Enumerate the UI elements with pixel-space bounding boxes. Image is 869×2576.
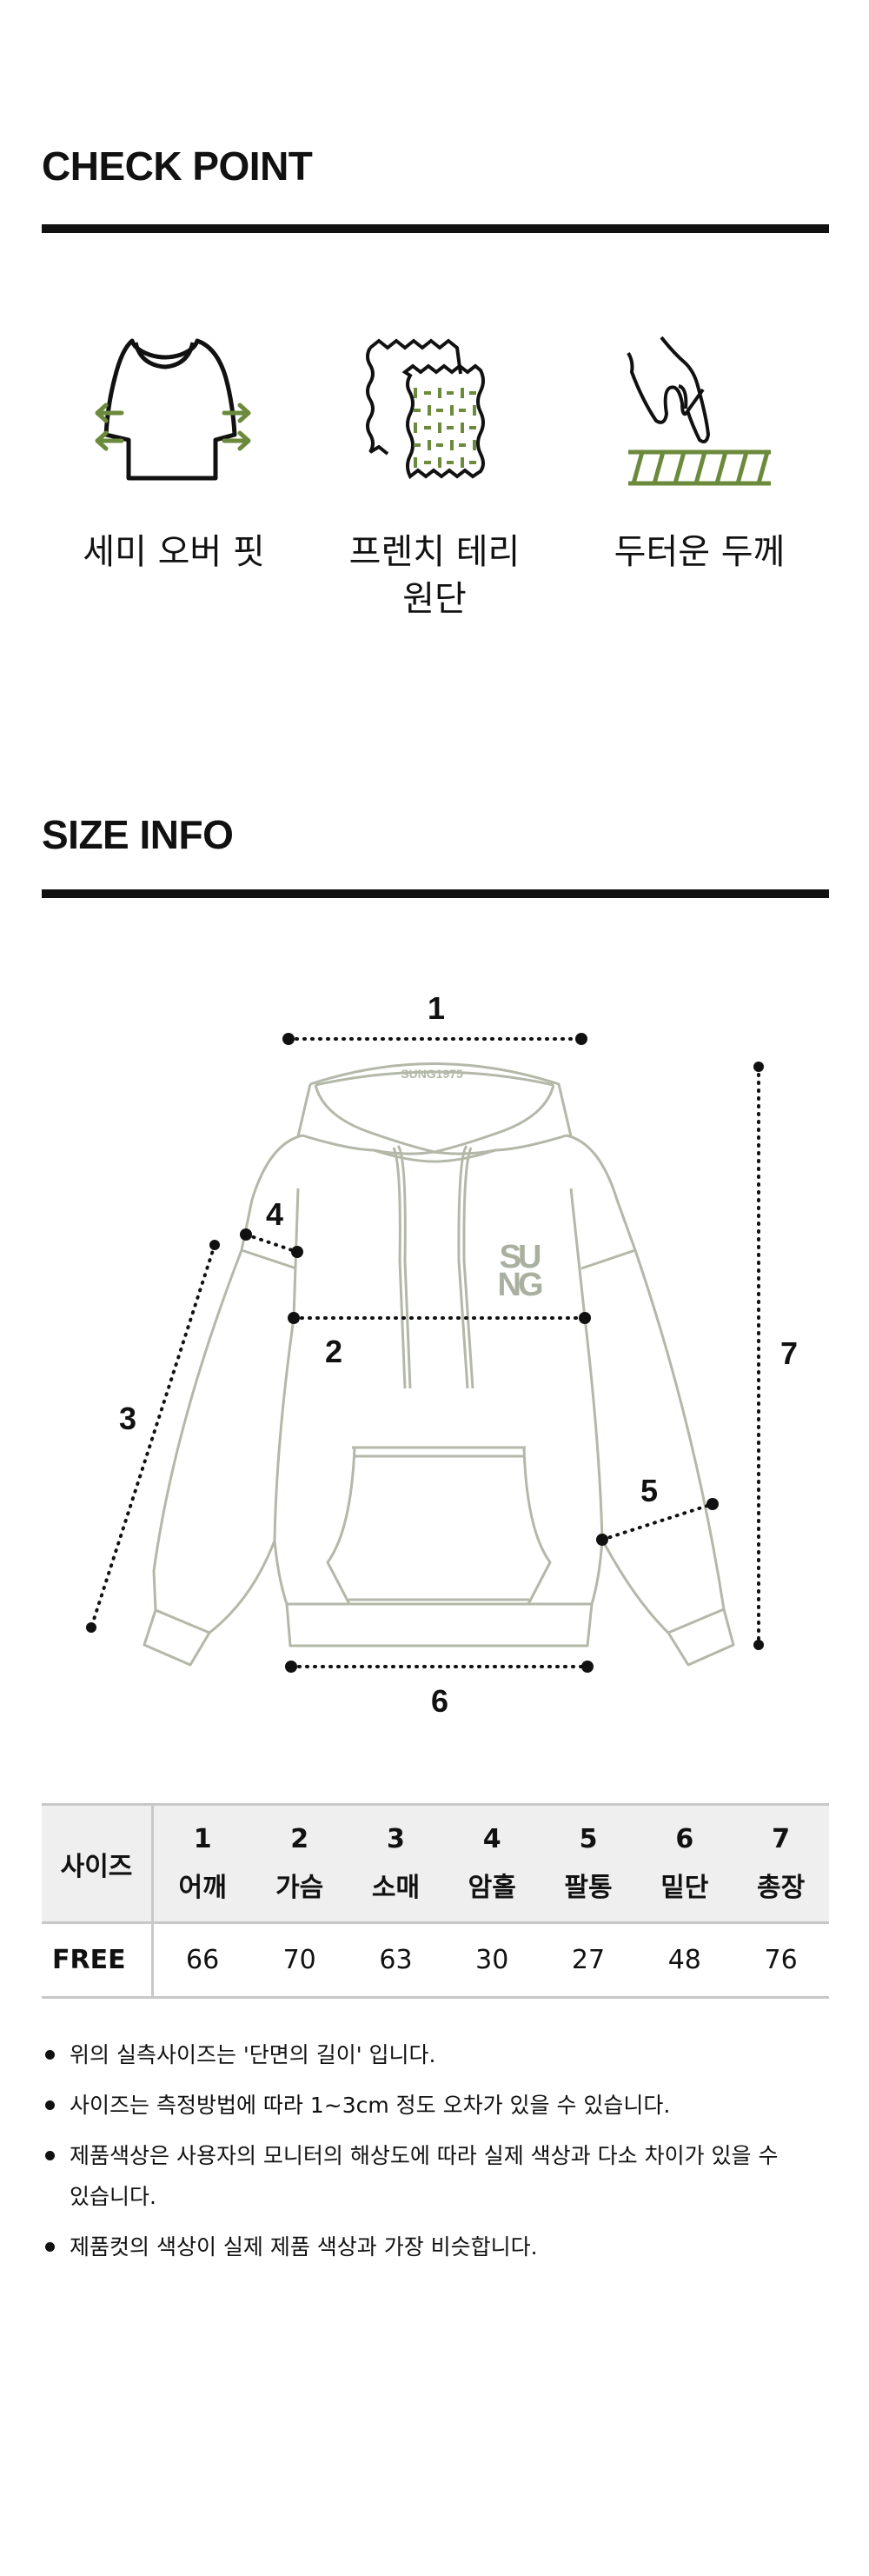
- size-name: FREE: [42, 1922, 154, 1998]
- measure-line-5: [600, 1502, 714, 1541]
- table-cell: 48: [667, 1945, 701, 1975]
- column-name: 총장: [756, 1872, 806, 1903]
- column-name: 어깨: [178, 1872, 227, 1903]
- table-cell: 30: [475, 1945, 509, 1975]
- column-name: 가슴: [275, 1872, 324, 1903]
- column-header: 2 가슴: [251, 1804, 348, 1923]
- chest-logo-top: SU: [500, 1239, 541, 1275]
- table-cell: 70: [282, 1945, 316, 1975]
- column-name: 밑단: [660, 1872, 709, 1903]
- column-header: 6 밑단: [636, 1804, 733, 1923]
- size-table: 사이즈 1 어깨 2 가슴 3 소매 4 암홀 5 팔통 6 밑단 7 총장 FREE 66 …: [42, 1803, 829, 1999]
- measure-label-1: 1: [427, 990, 446, 1026]
- measure-label-5: 5: [640, 1473, 659, 1508]
- size-info-divider: [42, 889, 829, 898]
- column-number: 7: [772, 1823, 791, 1854]
- column-header: 3 소매: [348, 1804, 444, 1923]
- column-header: 4 암홀: [443, 1804, 541, 1923]
- note-text: 제품색상은 사용자의 모니터의 해상도에 따라 실제 색상과 다소 차이가 있을…: [70, 2143, 779, 2209]
- column-number: 4: [482, 1823, 501, 1854]
- fabric-label-line1: 프렌치 테리: [348, 532, 521, 572]
- size-table-header-row: 사이즈 1 어깨 2 가슴 3 소매 4 암홀 5 팔통 6 밑단 7 총장: [42, 1804, 829, 1923]
- measure-label-7: 7: [779, 1335, 799, 1371]
- hood-brand-text: SUNG1975: [401, 1067, 463, 1081]
- measure-label-4: 4: [265, 1196, 284, 1232]
- note-text: 사이즈는 측정방법에 따라 1~3cm 정도 오차가 있을 수 있습니다.: [70, 2093, 671, 2118]
- column-name: 소매: [371, 1872, 421, 1903]
- hand-touch-thickness-icon: [627, 336, 771, 486]
- measure-line-3: [90, 1243, 216, 1629]
- check-point-title: CHECK POINT: [42, 143, 313, 189]
- table-cell: 66: [186, 1945, 220, 1975]
- table-cell: 27: [571, 1945, 606, 1975]
- measure-label-3: 3: [118, 1401, 137, 1436]
- table-row: FREE 66 70 63 30 27 48 76: [42, 1922, 829, 1998]
- column-number: 2: [290, 1823, 309, 1854]
- column-header: 1 어깨: [152, 1804, 252, 1923]
- note-text: 제품컷의 색상이 실제 제품 색상과 가장 비슷합니다.: [70, 2234, 538, 2260]
- column-number: 1: [193, 1823, 212, 1854]
- check-item-label-fit: 세미 오버 핏: [83, 532, 265, 572]
- table-cell: 76: [764, 1945, 798, 1975]
- column-name: 암홀: [468, 1872, 516, 1903]
- hoodie-outline: [143, 1062, 735, 1667]
- note-item: 제품색상은 사용자의 모니터의 해상도에 따라 실제 색상과 다소 차이가 있을…: [42, 2135, 799, 2217]
- bullet-icon: [45, 2050, 55, 2060]
- column-header: 5 팔통: [540, 1804, 637, 1923]
- column-number: 5: [579, 1823, 598, 1854]
- note-item: 제품컷의 색상이 실제 제품 색상과 가장 비슷합니다.: [42, 2227, 824, 2267]
- column-header: 7 총장: [733, 1804, 829, 1923]
- measurement-endpoints: [86, 1033, 764, 1673]
- fabric-label-line2: 원단: [402, 579, 467, 619]
- note-item: 위의 실측사이즈는 '단면의 길이' 입니다.: [42, 2034, 824, 2075]
- tshirt-fit-icon: [95, 338, 251, 481]
- fabric-swatch-icon: [366, 338, 485, 480]
- size-notes: 위의 실측사이즈는 '단면의 길이' 입니다. 사이즈는 측정방법에 따라 1~…: [42, 2034, 824, 2277]
- table-cell: 63: [379, 1945, 413, 1975]
- column-number: 3: [387, 1823, 405, 1854]
- bullet-icon: [45, 2242, 55, 2252]
- note-item: 사이즈는 측정방법에 따라 1~3cm 정도 오차가 있을 수 있습니다.: [42, 2085, 824, 2126]
- hoodie-measurement-diagram: SUNG1975 SU NG: [86, 1033, 764, 1673]
- bullet-icon: [45, 2151, 55, 2160]
- column-number: 6: [675, 1823, 694, 1854]
- column-name: 팔통: [564, 1872, 613, 1903]
- size-info-title: SIZE INFO: [42, 812, 234, 857]
- chest-logo-bottom: NG: [498, 1267, 542, 1303]
- size-header-label: 사이즈: [42, 1804, 154, 1923]
- bullet-icon: [45, 2100, 55, 2110]
- measure-label-2: 2: [324, 1334, 343, 1369]
- check-item-label-thickness: 두터운 두께: [614, 532, 786, 572]
- measurement-lines: [90, 1037, 760, 1668]
- note-text: 위의 실측사이즈는 '단면의 길이' 입니다.: [70, 2042, 436, 2067]
- check-point-divider: [42, 224, 829, 233]
- measure-line-4: [244, 1233, 299, 1254]
- measure-label-6: 6: [430, 1683, 449, 1719]
